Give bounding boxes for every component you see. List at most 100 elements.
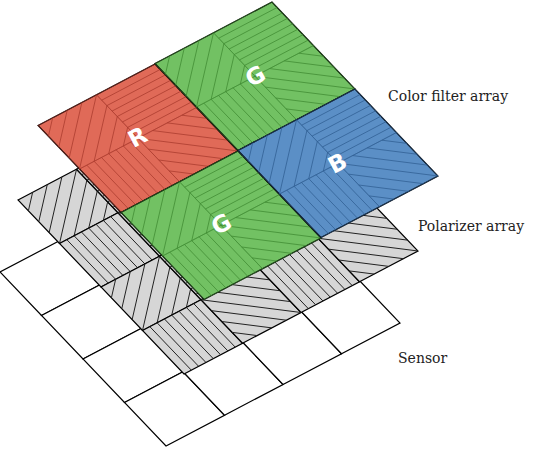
polarizer-hatch [333,231,408,241]
filter-hatch [165,56,169,75]
filter-hatch [259,135,268,172]
sub-cell-outline [338,133,438,207]
filter-hatch [317,111,376,142]
sub-cell-outline [38,94,138,168]
polarizer-hatch [143,256,160,330]
polarizer-hatch [96,224,138,268]
layer-label: Sensor [398,349,447,367]
filter-hatch [316,175,358,219]
filter-hatch [206,232,248,275]
filter-hatch [382,140,407,143]
filter-hatch [153,130,228,140]
sub-cell-outline [214,2,314,76]
filter-hatch [167,122,217,128]
polarizer-hatch [132,264,145,320]
filter-hatch [369,196,394,199]
polarizer-hatch [245,277,270,280]
filter-hatch [234,24,293,55]
polarizer-hatch [111,279,115,298]
filter-hatch [294,186,336,230]
filter-hatch [211,44,224,100]
filter-hatch [353,156,428,166]
polarizer-hatch [28,192,32,211]
filter-hatch [109,153,151,197]
polarizer-hatch [67,240,109,284]
filter-hatch [138,138,238,151]
filter-hatch [170,252,212,296]
polarizer-hatch [49,177,62,233]
filter-hatch [248,143,252,162]
filter-hatch [80,94,97,168]
filter-hatch [186,40,199,96]
layer-name: Sensor [398,350,447,367]
filter-hatch [218,95,259,138]
sub-cell-outline [121,181,221,255]
polarizer-hatch [122,272,131,309]
filter-hatch [224,13,283,44]
filter-hatch [102,69,161,100]
polarizer-hatch [328,249,403,259]
polarizer-hatch [103,202,107,221]
filter-hatch [177,248,219,291]
filter-hatch [185,156,244,187]
filter-hatch [116,149,158,193]
filter-hatch [348,174,423,184]
filter-hatch [286,109,311,112]
filter-hatch [94,105,107,161]
filter-hatch [59,110,68,147]
polarizer-hatch [274,261,316,305]
filter-hatch [152,189,165,245]
polarizer-hatch [339,260,389,266]
filter-hatch [250,209,300,215]
filter-hatch [109,116,118,153]
filter-hatch [205,178,263,209]
sub-cell-outline [297,89,397,163]
filter-hatch [359,185,409,191]
filter-hatch [242,247,292,253]
filter-hatch [204,103,246,147]
filter-hatch [309,179,351,223]
polarizer-hatch [216,292,291,302]
filter-hatch [163,181,180,255]
filter-hatch [48,117,52,136]
filter-hatch [159,160,209,166]
filter-hatch [142,197,151,234]
filter-hatch [182,115,207,118]
sub-cell-outline [280,163,380,237]
filter-hatch [307,100,366,131]
color-filter-cell: B [238,89,438,238]
filter-hatch [302,94,361,125]
polarizer-hatch [150,327,192,371]
filter-hatch [211,183,270,214]
filter-hatch [94,161,136,205]
filter-hatch [233,88,274,132]
filter-hatch [276,98,326,104]
filter-hatch [240,84,282,128]
polarizer-hatch [157,267,170,323]
filter-hatch [301,182,343,226]
filter-hatch [265,202,290,205]
filter-hatch [309,142,318,179]
filter-hatch [219,7,277,38]
filter-hatch [211,99,253,143]
filter-hatch [184,244,226,288]
filter-hatch [328,122,387,153]
filter-hatch [239,29,297,60]
filter-hatch [169,170,194,173]
polarizer-hatch [362,215,387,218]
filter-hatch [252,257,277,260]
layer-label: Color filter array [388,87,508,105]
sub-cell-outline [155,33,255,107]
filter-hatch [176,48,185,85]
polarizer-hatch [157,323,199,367]
filter-hatch [294,131,307,187]
polarizer-hatch [230,284,280,290]
polarizer-hatch [74,236,116,279]
filter-hatch [299,53,324,56]
polarizer-hatch [81,232,123,276]
filter-hatch [190,161,249,192]
filter-hatch [312,105,371,136]
polarizer-hatch [267,265,309,309]
filter-hatch [229,18,287,49]
filter-hatch [200,172,259,203]
